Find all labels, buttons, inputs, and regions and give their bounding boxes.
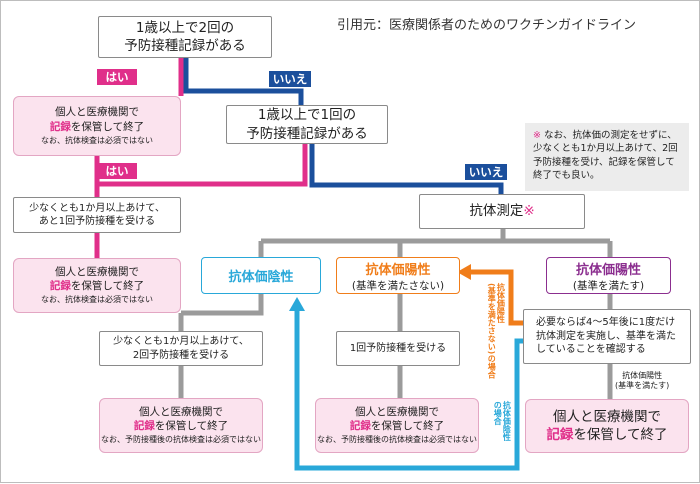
no-label: いいえ: [465, 164, 507, 180]
antibody-positive-below-standard: 抗体価陽性 (基準を満たさない): [336, 257, 460, 294]
one-dose-step: 1回予防接種を受ける: [336, 331, 460, 366]
yes-label: はい: [97, 163, 137, 179]
positive-ok-small-label: 抗体価陽性 (基準を満たす): [615, 371, 670, 390]
source-citation: 引用元：医療関係者のためのワクチンガイドライン: [337, 18, 637, 33]
keep-record-box: 個人と医療機関で 記録を保管して終了 なお、予防接種後の抗体検査は必須ではない: [99, 398, 263, 453]
two-doses-step: 少なくとも1か月以上あけて、 2回予防接種を受ける: [99, 331, 263, 366]
antibody-test: 抗体測定※: [419, 194, 585, 229]
keep-record-box: 個人と医療機関で 記録を保管して終了 なお、抗体検査は必須ではない: [13, 96, 181, 156]
recheck-note: 必要ならば4〜5年後に1度だけ 抗体測定を実施し、基準を満た していることを確認…: [523, 309, 691, 364]
question-one-dose: 1歳以上で1回の 予防接種記録がある: [226, 105, 388, 144]
antibody-positive-meets-standard: 抗体価陽性 (基準を満たす): [546, 257, 671, 294]
side-note: ※ なお、抗体価の測定をせずに、 少なくとも1か月以上あけて、2回 予防接種を受…: [525, 123, 689, 191]
keep-record-box: 個人と医療機関で 記録を保管して終了 なお、抗体検査は必須ではない: [13, 258, 181, 313]
orange-arrow-label: 抗体価陽性(基準を満たさない)の場合: [487, 283, 506, 379]
question-two-doses: 1歳以上で2回の 予防接種記録がある: [98, 16, 272, 58]
antibody-negative: 抗体価陰性: [201, 257, 321, 294]
yes-label: はい: [97, 69, 137, 85]
keep-record-box-final: 個人と医療機関で 記録を保管して終了: [525, 399, 689, 453]
no-label: いいえ: [269, 71, 311, 87]
cyan-arrow-label: 抗体価陰性の場合: [493, 401, 512, 441]
keep-record-box: 個人と医療機関で 記録を保管して終了 なお、予防接種後の抗体検査は必須ではない: [315, 398, 479, 453]
one-more-dose-step: 少なくとも1か月以上あけて、 あと1回予防接種を受ける: [13, 197, 181, 233]
